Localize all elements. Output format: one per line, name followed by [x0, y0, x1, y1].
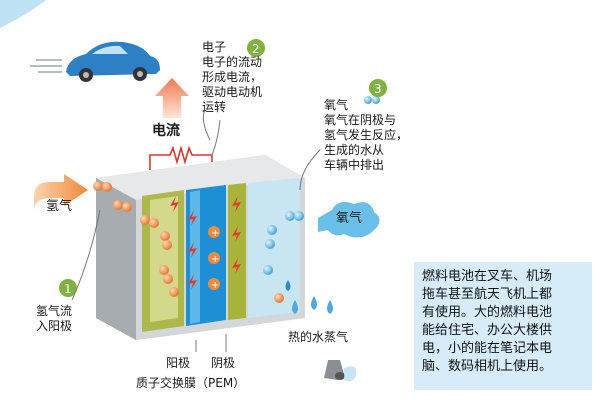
svg-text:+: +: [211, 280, 219, 291]
svg-text:2: 2: [252, 42, 260, 56]
steam-label: 热的水蒸气: [288, 330, 349, 344]
power-up-arrow: [155, 78, 189, 118]
proton-icon: + + +: [208, 226, 220, 291]
water-drop-icon: [285, 280, 333, 314]
cathode-label: 阴极: [211, 356, 236, 370]
info-text: 燃料电池在叉车、机场 拖车甚至航天飞机上都 有使用。大的燃料电池 能给住宅、办公…: [422, 269, 553, 374]
cathode-layer: [228, 183, 246, 320]
electron-icon: [170, 196, 241, 290]
step-marker-1: 1: [59, 279, 77, 297]
hydrogen-label: 氢气: [46, 199, 73, 214]
step-marker-3: 3: [369, 79, 387, 97]
hydrogen-molecules: [93, 181, 284, 303]
step-marker-2: 2: [247, 39, 265, 57]
oxygen-inlet-cloud: [318, 202, 380, 238]
current-label: 电流: [152, 123, 180, 139]
resistor-icon: [149, 145, 213, 170]
exhaust-pipe-icon: [324, 360, 357, 382]
svg-text:3: 3: [374, 82, 382, 96]
anode-label: 阳极: [166, 356, 191, 370]
info-box: 燃料电池在叉车、机场 拖车甚至航天飞机上都 有使用。大的燃料电池 能给住宅、办公…: [414, 262, 592, 390]
pem-label: 质子交换膜（PEM）: [136, 376, 246, 390]
svg-text:+: +: [211, 254, 219, 265]
corner-decoration: [0, 0, 46, 28]
oxygen-molecules: [263, 96, 380, 275]
oxygen-label: 氧气: [336, 211, 363, 226]
svg-text:+: +: [211, 228, 219, 239]
hydrogen-inlet-arrow: [34, 174, 88, 212]
car-icon: [30, 41, 160, 82]
fuel-cell-stack: + + +: [96, 155, 305, 340]
step1-text: 氢气流 入阳极: [36, 304, 73, 333]
step3-text: 氧气 氧气在阴极与 氢气发生反应， 生成的水从 车辆中排出: [324, 98, 409, 172]
step2-text: 电子 电子的流动 形成电流， 驱动电动机 运转: [202, 40, 263, 114]
svg-text:1: 1: [64, 282, 72, 296]
